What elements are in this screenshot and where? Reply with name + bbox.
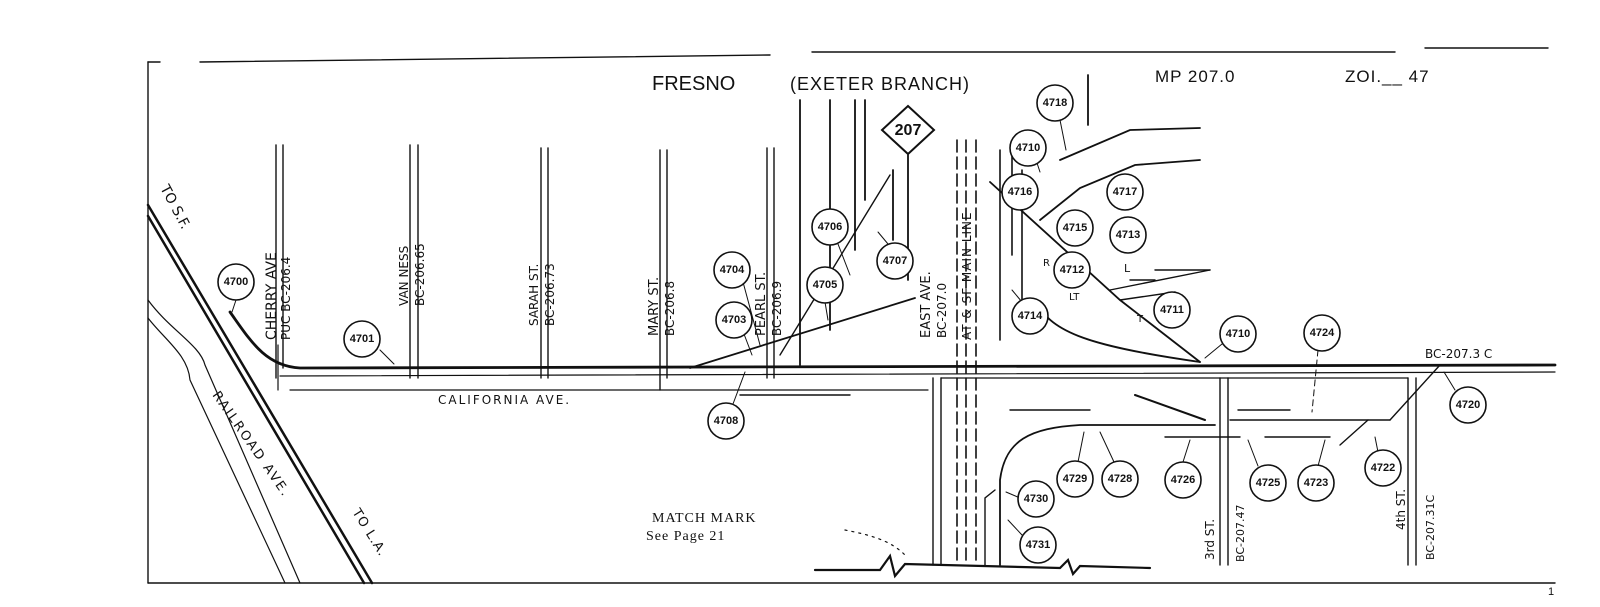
node-4730[interactable]: 4730: [1005, 480, 1055, 518]
svg-text:4722: 4722: [1371, 462, 1395, 474]
node-4708[interactable]: 4708: [707, 371, 746, 440]
label-pearl: PEARL ST.: [754, 272, 769, 336]
svg-text:4729: 4729: [1063, 473, 1087, 485]
node-4701[interactable]: 4701: [343, 320, 395, 365]
svg-text:4705: 4705: [813, 279, 837, 291]
svg-text:4715: 4715: [1063, 222, 1087, 234]
node-4711[interactable]: 4711: [1153, 291, 1191, 329]
svg-text:4708: 4708: [714, 415, 738, 427]
svg-text:4710: 4710: [1016, 142, 1040, 154]
node-4700[interactable]: 4700: [217, 263, 255, 313]
label-sarah-bc: BC-206.73: [543, 263, 557, 326]
page-number: 1: [1548, 586, 1554, 598]
svg-text:207: 207: [895, 122, 922, 139]
milepost: MP 207.0: [1155, 67, 1235, 86]
node-4715[interactable]: 4715: [1056, 209, 1094, 247]
node-4710-north[interactable]: 4710: [1009, 129, 1047, 173]
node-4710-east[interactable]: 4710: [1204, 315, 1257, 359]
zone: ZOI.__ 47: [1345, 67, 1430, 86]
svg-text:4706: 4706: [818, 221, 842, 233]
svg-text:4724: 4724: [1310, 327, 1335, 339]
title: FRESNO: [652, 73, 735, 95]
main-track: [228, 310, 1557, 391]
label-mary: MARY ST.: [647, 277, 662, 336]
label-railroad-ave: RAILROAD AVE.: [209, 389, 293, 501]
svg-text:4730: 4730: [1024, 493, 1048, 505]
node-4722[interactable]: 4722: [1364, 436, 1402, 487]
node-4716[interactable]: 4716: [1001, 173, 1039, 211]
svg-text:4731: 4731: [1026, 539, 1050, 551]
node-4724[interactable]: 4724: [1303, 314, 1341, 413]
label-cherry-ave: CHERRY AVE: [264, 252, 280, 340]
node-4703[interactable]: 4703: [715, 301, 753, 356]
frame: [147, 47, 1556, 584]
node-4731[interactable]: 4731: [1007, 519, 1057, 564]
node-4713[interactable]: 4713: [1109, 216, 1147, 254]
street-lines: [275, 139, 1417, 566]
label-main-line: AT & SF MAIN LINE: [960, 211, 974, 340]
svg-text:4710: 4710: [1226, 328, 1250, 340]
svg-text:4703: 4703: [722, 314, 746, 326]
node-4729[interactable]: 4729: [1056, 431, 1094, 498]
annotation-lt: LT: [1069, 292, 1080, 303]
svg-text:4711: 4711: [1160, 304, 1184, 316]
label-3rd-st: 3rd ST.: [1203, 519, 1217, 560]
node-4718[interactable]: 4718: [1036, 84, 1074, 151]
south-spurs: [739, 364, 1441, 579]
svg-text:4717: 4717: [1113, 186, 1137, 198]
svg-text:4718: 4718: [1043, 97, 1067, 109]
label-bc-right: BC-207.3 C: [1425, 347, 1492, 361]
label-to-sf: TO S.F.: [156, 181, 193, 231]
match-mark-line2: See Page 21: [646, 529, 725, 544]
label-3rd-bc: BC-207.47: [1234, 505, 1247, 563]
node-4706[interactable]: 4706: [811, 208, 851, 276]
label-4th-st: 4th ST.: [1394, 489, 1408, 530]
label-east-ave-bc: BC-207.0: [935, 283, 949, 338]
label-california-ave: CALIFORNIA AVE.: [438, 393, 571, 407]
match-mark-line1: MATCH MARK: [652, 511, 757, 526]
header: FRESNO (EXETER BRANCH) MP 207.0 ZOI.__ 4…: [652, 67, 1430, 95]
node-4728[interactable]: 4728: [1099, 431, 1139, 498]
node-4726[interactable]: 4726: [1164, 439, 1202, 499]
svg-text:4700: 4700: [224, 276, 248, 288]
node-4705[interactable]: 4705: [806, 266, 844, 321]
label-van-ness-bc: BC-206.65: [413, 243, 427, 306]
label-east-ave: EAST AVE.: [919, 271, 934, 338]
node-4717[interactable]: 4717: [1106, 173, 1144, 211]
railroad-ave-lines: [146, 203, 374, 585]
svg-text:4728: 4728: [1108, 473, 1132, 485]
svg-text:4726: 4726: [1171, 474, 1195, 486]
label-van-ness: VAN NESS: [397, 246, 411, 306]
label-cherry-puc: PUC BC-206.4: [279, 257, 293, 340]
branch: (EXETER BRANCH): [790, 74, 970, 94]
svg-text:4701: 4701: [350, 333, 374, 345]
node-4725[interactable]: 4725: [1247, 439, 1287, 502]
annotation-l: L: [1124, 262, 1131, 275]
svg-text:4704: 4704: [720, 264, 745, 276]
label-mary-bc: BC-206.8: [663, 281, 677, 336]
svg-text:4716: 4716: [1008, 186, 1032, 198]
annotation-t: T: [1136, 314, 1144, 325]
node-4712[interactable]: 4712: [1053, 251, 1091, 289]
node-4714[interactable]: 4714: [1011, 289, 1049, 335]
label-4th-bc: BC-207.31C: [1424, 495, 1437, 560]
node-4704[interactable]: 4704: [713, 251, 761, 346]
svg-text:4707: 4707: [883, 255, 907, 267]
match-mark: MATCH MARK See Page 21: [646, 511, 757, 544]
svg-text:4712: 4712: [1060, 264, 1084, 276]
svg-text:4725: 4725: [1256, 477, 1280, 489]
svg-text:4723: 4723: [1304, 477, 1328, 489]
node-4723[interactable]: 4723: [1297, 439, 1335, 502]
node-4720[interactable]: 4720: [1443, 371, 1487, 424]
annotation-r: R: [1043, 258, 1050, 269]
route-shield-icon: 207: [880, 104, 936, 156]
label-pearl-bc: BC-206.9: [770, 281, 784, 336]
label-sarah: SARAH ST.: [527, 264, 541, 326]
svg-text:4714: 4714: [1018, 310, 1043, 322]
node-4707[interactable]: 4707: [876, 231, 914, 280]
svg-text:4713: 4713: [1116, 229, 1140, 241]
svg-text:4720: 4720: [1456, 399, 1480, 411]
